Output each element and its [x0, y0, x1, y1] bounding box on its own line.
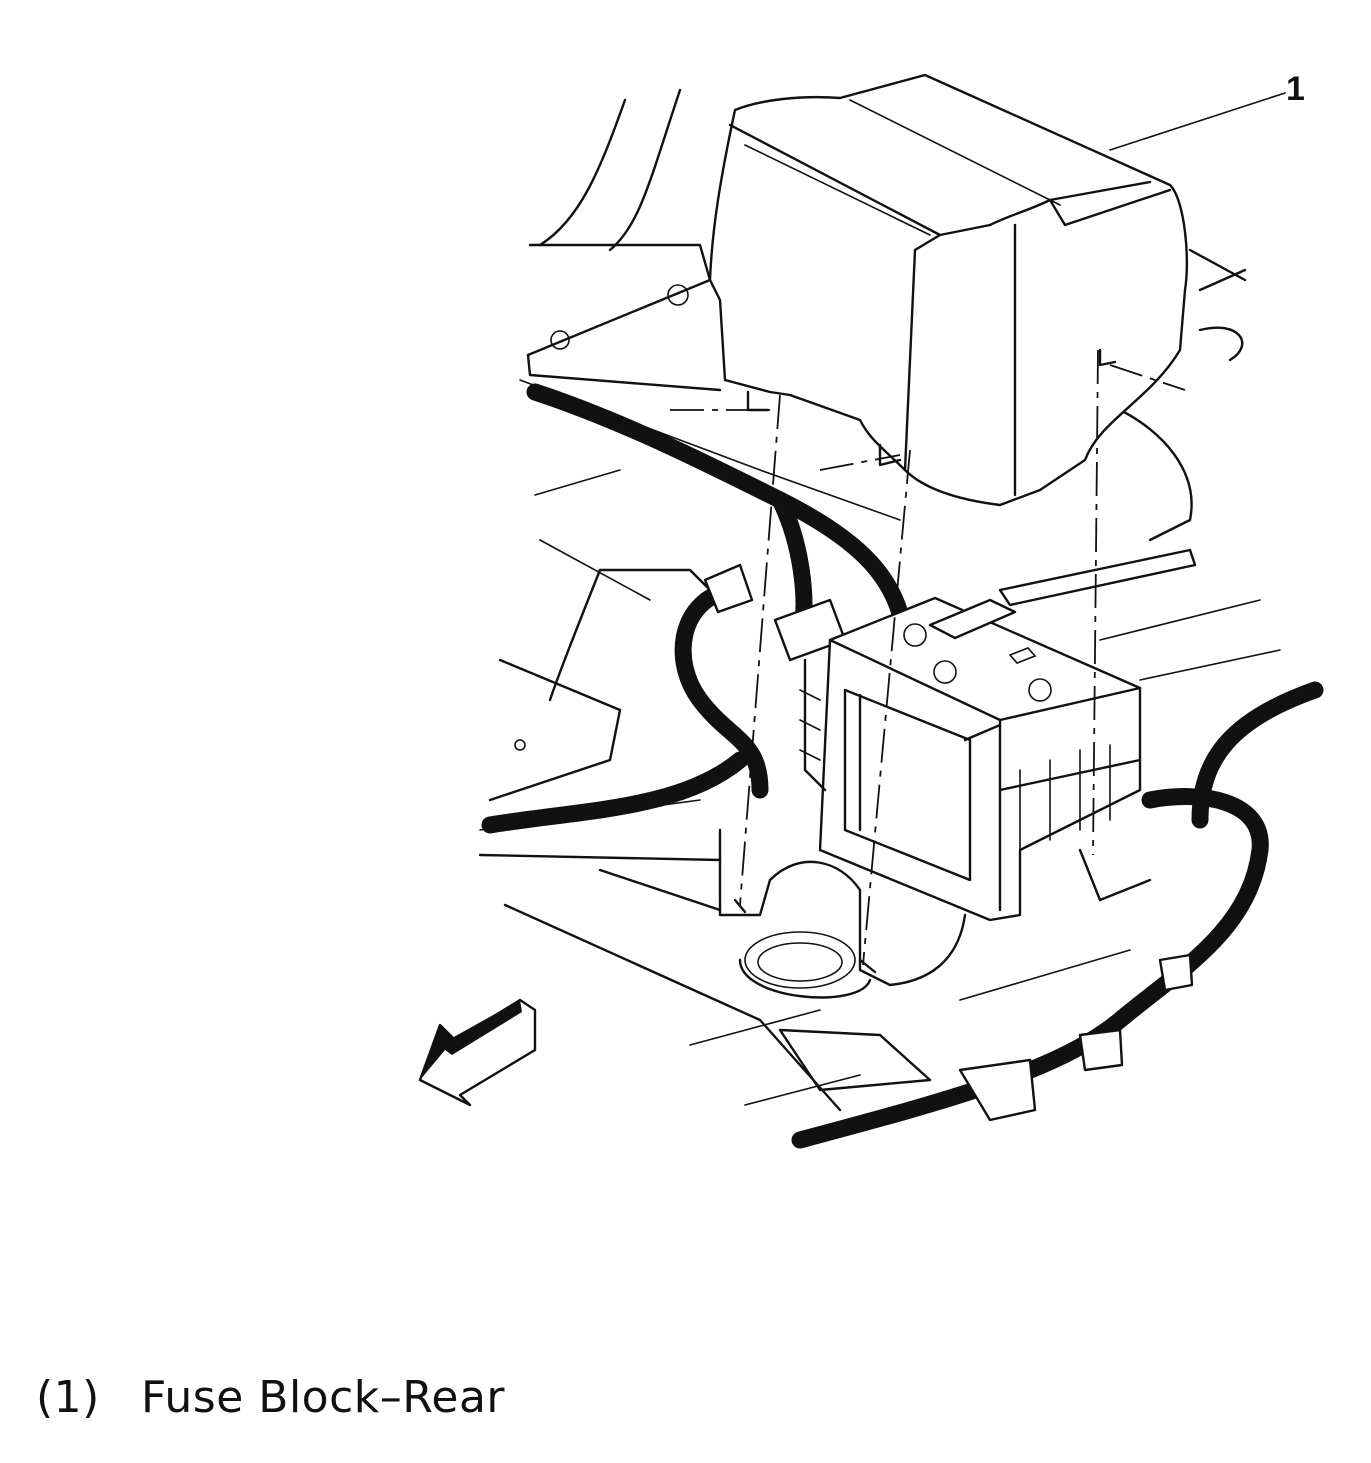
harness-connectors — [703, 563, 1194, 1122]
callout-1-leader — [1109, 92, 1286, 151]
front-direction-arrow-icon — [418, 998, 537, 1107]
legend-number: (1) — [36, 1372, 100, 1423]
legend: (1) Fuse Block–Rear — [36, 1372, 505, 1423]
legend-label: Fuse Block–Rear — [141, 1372, 505, 1423]
mounting-bracket — [718, 828, 1152, 999]
fuse-block-cover — [708, 73, 1189, 507]
alignment-lines — [670, 349, 1186, 966]
fuse-block-rear-illustration — [418, 73, 1324, 1149]
callout-number-1: 1 — [1286, 70, 1305, 108]
fuse-block-body — [799, 596, 1142, 922]
